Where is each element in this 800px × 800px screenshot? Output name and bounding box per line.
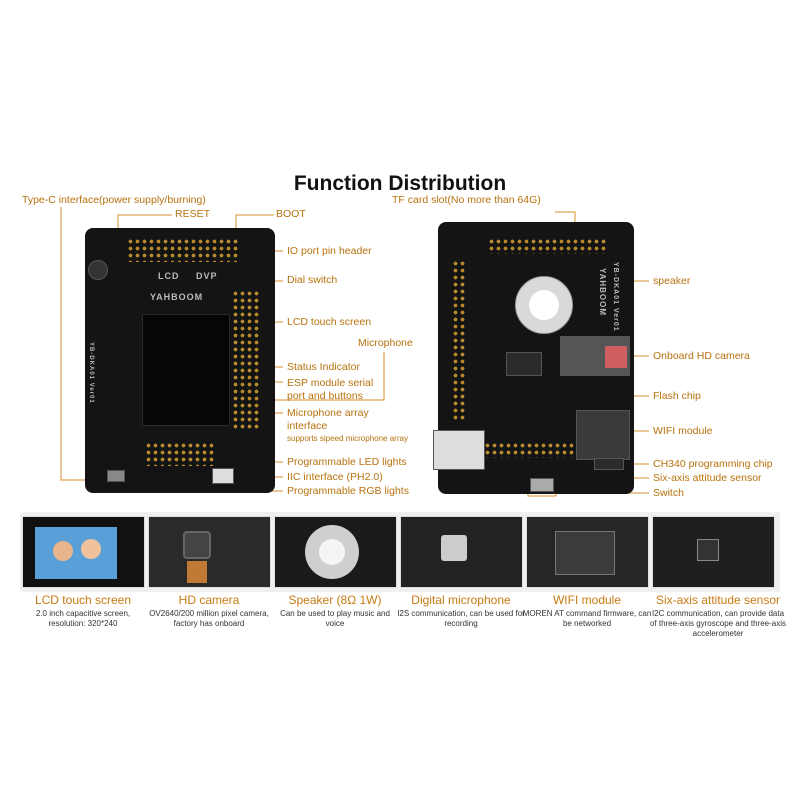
label-type-c: Type-C interface(power supply/burning) bbox=[22, 194, 206, 206]
feature-desc-4: I2S communication, can be used for recor… bbox=[397, 609, 525, 628]
label-wifi: WIFI module bbox=[653, 425, 713, 437]
io-pin-header bbox=[127, 238, 239, 262]
bottom-pin-header bbox=[145, 442, 215, 466]
feature-card-six-axis bbox=[652, 516, 775, 588]
label-led: Programmable LED lights bbox=[287, 456, 407, 468]
back-bottom-pins bbox=[470, 442, 590, 458]
back-pin-header bbox=[488, 238, 608, 254]
feature-desc-6: I2C communication, can provide data of t… bbox=[649, 609, 787, 638]
page-title: Function Distribution bbox=[293, 172, 507, 195]
feature-card-microphone bbox=[400, 516, 523, 588]
label-boot: BOOT bbox=[276, 208, 306, 220]
feature-desc-1: 2.0 inch capacitive screen, resolution: … bbox=[35, 609, 131, 628]
label-mic-array-1: Microphone array bbox=[287, 407, 369, 419]
back-side-pins bbox=[452, 260, 466, 420]
feature-card-speaker bbox=[274, 516, 397, 588]
board-label-dvp: DVP bbox=[196, 271, 218, 281]
iic-connector bbox=[212, 468, 234, 484]
board-brand-right: YAHBOOM bbox=[598, 268, 607, 317]
wifi-module bbox=[576, 410, 630, 460]
feature-title-6: Six-axis attitude sensor bbox=[655, 593, 781, 607]
board-brand-left: YAHBOOM bbox=[150, 292, 204, 302]
label-hd-camera: Onboard HD camera bbox=[653, 350, 750, 362]
camera-lens bbox=[604, 345, 628, 369]
label-rgb: Programmable RGB lights bbox=[287, 485, 409, 497]
buzzer bbox=[88, 260, 108, 280]
child-face-1 bbox=[53, 541, 73, 561]
ch340-ic bbox=[594, 458, 624, 470]
tf-slot bbox=[433, 430, 485, 470]
label-six-axis: Six-axis attitude sensor bbox=[653, 472, 762, 484]
feature-title-2: HD camera bbox=[178, 593, 240, 607]
side-pin-header bbox=[232, 290, 260, 430]
feature-card-camera bbox=[148, 516, 271, 588]
label-ch340: CH340 programming chip bbox=[653, 458, 773, 470]
feature-desc-5: MOREN AT command firmware, can be networ… bbox=[522, 609, 652, 628]
label-esp-1: ESP module serial bbox=[287, 377, 374, 389]
label-flash: Flash chip bbox=[653, 390, 701, 402]
camera-photo bbox=[183, 531, 211, 559]
feature-desc-2: OV2640/200 million pixel camera, factory… bbox=[149, 609, 269, 628]
power-switch bbox=[530, 478, 554, 492]
board-label-lcd: LCD bbox=[158, 271, 180, 281]
label-switch: Switch bbox=[653, 487, 684, 499]
wifi-photo bbox=[555, 531, 615, 575]
line-reset bbox=[117, 214, 172, 234]
label-lcd-touch: LCD touch screen bbox=[287, 316, 372, 328]
feature-title-5: WIFI module bbox=[552, 593, 621, 607]
sensor-photo bbox=[697, 539, 719, 561]
label-mic-array-sub: supports sipeed microphone array bbox=[287, 434, 408, 443]
camera-ribbon bbox=[187, 561, 207, 583]
child-face-2 bbox=[81, 539, 101, 559]
speaker-center bbox=[529, 290, 559, 320]
mic-photo bbox=[441, 535, 467, 561]
speaker-photo-center bbox=[319, 539, 345, 565]
label-speaker: speaker bbox=[653, 275, 691, 287]
feature-desc-3: Can be used to play music and voice bbox=[280, 609, 390, 628]
lcd-photo bbox=[35, 527, 117, 579]
type-c-port bbox=[107, 470, 125, 482]
line-boot bbox=[235, 214, 274, 234]
speaker-disc bbox=[515, 276, 573, 334]
label-tf-card: TF card slot(No more than 64G) bbox=[392, 194, 541, 206]
flash-ic bbox=[506, 352, 542, 376]
feature-title-4: Digital microphone bbox=[411, 593, 511, 607]
label-dial-switch: Dial switch bbox=[287, 274, 338, 286]
feature-title-1: LCD touch screen bbox=[34, 593, 132, 607]
lcd-screen bbox=[142, 314, 230, 426]
feature-title-3: Speaker (8Ω 1W) bbox=[288, 593, 382, 607]
label-esp-2: port and buttons bbox=[287, 390, 363, 402]
label-mic-array-2: interface bbox=[287, 420, 328, 432]
label-status: Status Indicator bbox=[287, 361, 360, 373]
board-model-right: YB-DKA01 Ver01 bbox=[612, 262, 619, 332]
label-microphone: Microphone bbox=[358, 337, 413, 349]
feature-card-wifi bbox=[526, 516, 649, 588]
feature-card-lcd bbox=[22, 516, 145, 588]
label-iic: IIC interface (PH2.0) bbox=[287, 471, 383, 483]
label-io-header: IO port pin header bbox=[287, 245, 372, 257]
board-model-left: YB-DKA01 Ver01 bbox=[88, 342, 94, 404]
label-reset: RESET bbox=[175, 208, 211, 220]
